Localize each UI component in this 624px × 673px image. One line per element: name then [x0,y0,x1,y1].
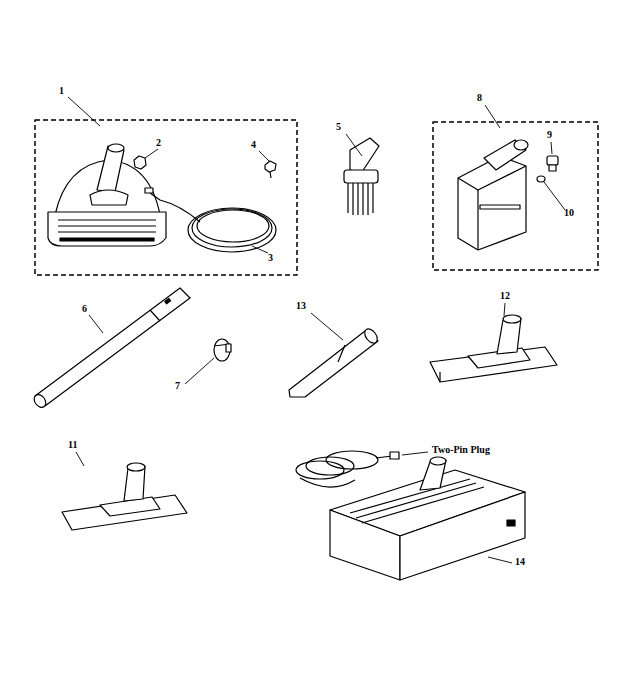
callout-number: 9 [547,130,552,140]
callout-number: 5 [336,122,341,132]
callout-number: 12 [500,291,510,301]
callout-number: 10 [564,208,574,218]
callout-number: 4 [251,140,256,150]
callout-number: 7 [175,381,180,391]
callout-number: 8 [477,93,482,103]
callout-number: 14 [515,557,525,567]
callout-number: 11 [68,440,77,450]
part-label: Two-Pin Plug [432,445,490,455]
callout-number: 2 [156,138,161,148]
callout-number: 1 [59,86,64,96]
callout-number: 3 [268,253,273,263]
callout-number: 6 [82,304,87,314]
callout-number: 13 [296,301,306,311]
